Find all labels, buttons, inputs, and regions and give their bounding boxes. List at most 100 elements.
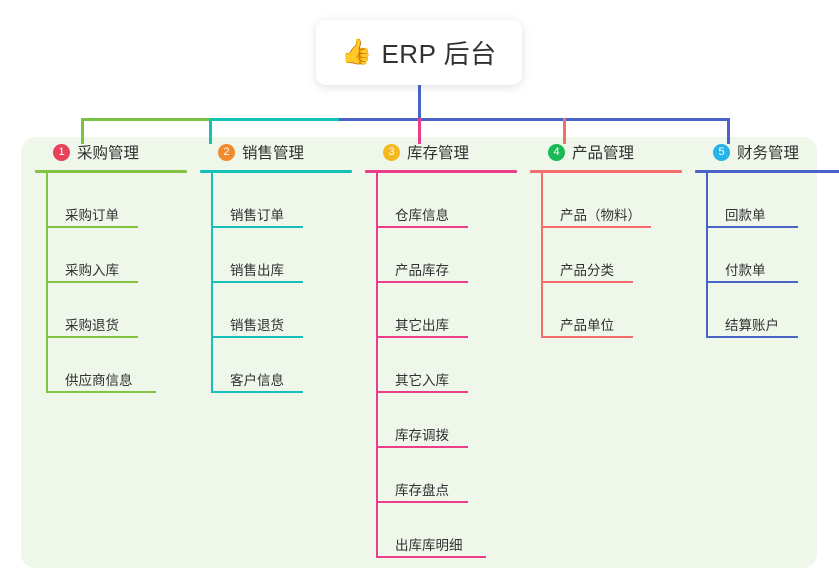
menu-item-label: 产品分类 [560,263,614,278]
column-badge-sales: 2 [218,143,235,161]
menu-item[interactable]: 其它出库 [376,283,517,338]
menu-item-rule [376,281,468,283]
menu-item-label: 采购退货 [65,318,119,333]
menu-item-rule [46,336,138,338]
segment-green [81,118,209,121]
root-node-title: ERP 后台 [381,39,497,69]
menu-item-label: 仓库信息 [395,208,449,223]
menu-item-rule [706,226,798,228]
menu-item-label: 其它出库 [395,318,449,333]
menu-item[interactable]: 产品分类 [541,228,682,283]
menu-item[interactable]: 结算账户 [706,283,839,338]
menu-item-rule [376,556,486,558]
column-rule-product [530,170,682,173]
drop-purchase [81,118,84,144]
column-title-purchase: 采购管理 [77,145,140,162]
menu-item-label: 出库库明细 [395,538,463,553]
column-rule-finance [695,170,839,173]
menu-item-rule [706,336,798,338]
menu-item-rule [211,281,303,283]
column-title-finance: 财务管理 [737,145,800,162]
menu-item-label: 回款单 [725,208,766,223]
menu-item-label: 销售订单 [230,208,284,223]
menu-item-label: 其它入库 [395,373,449,388]
root-node-card[interactable]: 👍 ERP 后台 [316,20,522,85]
menu-item-label: 采购入库 [65,263,119,278]
menu-item[interactable]: 产品（物料） [541,173,682,228]
column-badge-product: 4 [548,143,565,161]
menu-item[interactable]: 采购订单 [46,173,187,228]
menu-item[interactable]: 采购退货 [46,283,187,338]
segment-blue [339,118,727,121]
menu-item-label: 结算账户 [725,318,779,333]
menu-item-label: 产品（物料） [560,208,641,223]
menu-item-label: 付款单 [725,263,766,278]
menu-item-rule [376,226,468,228]
column-title-product: 产品管理 [572,145,635,162]
column-product: 4 产品管理产品（物料） 产品分类产品单位 [530,137,682,338]
menu-item-rule [541,336,633,338]
menu-item[interactable]: 客户信息 [211,338,352,393]
column-finance: 5 财务管理回款单付款单结算账户 [695,137,839,338]
column-header-product[interactable]: 4 产品管理 [530,137,682,167]
menu-item-label: 库存调拨 [395,428,449,443]
branch-spine-inventory [376,173,378,558]
column-header-sales[interactable]: 2 销售管理 [200,137,352,167]
branch-product: 产品（物料） 产品分类产品单位 [530,173,682,338]
menu-item[interactable]: 产品库存 [376,228,517,283]
menu-item[interactable]: 库存调拨 [376,393,517,448]
menu-item[interactable]: 销售出库 [211,228,352,283]
menu-item-label: 采购订单 [65,208,119,223]
menu-item-rule [46,391,156,393]
branch-spine-finance [706,173,708,338]
column-badge-purchase: 1 [53,143,70,161]
column-header-purchase[interactable]: 1 采购管理 [35,137,187,167]
menu-item-label: 客户信息 [230,373,284,388]
menu-item-label: 产品单位 [560,318,614,333]
thumbs-up-icon: 👍 [341,38,373,66]
column-title-sales: 销售管理 [242,145,305,162]
menu-item[interactable]: 仓库信息 [376,173,517,228]
menu-item[interactable]: 出库库明细 [376,503,517,558]
column-rule-sales [200,170,352,173]
menu-item[interactable]: 其它入库 [376,338,517,393]
menu-item[interactable]: 销售退货 [211,283,352,338]
drop-sales [209,118,212,144]
menu-item[interactable]: 采购入库 [46,228,187,283]
menu-item-rule [706,281,798,283]
menu-item[interactable]: 库存盘点 [376,448,517,503]
column-sales: 2 销售管理销售订单销售出库销售退货客户信息 [200,137,352,393]
menu-item-rule [376,391,468,393]
drop-inventory [418,118,421,144]
menu-item-label: 库存盘点 [395,483,449,498]
menu-item[interactable]: 供应商信息 [46,338,187,393]
menu-item[interactable]: 回款单 [706,173,839,228]
drop-finance [727,118,730,144]
segment-teal [209,118,339,121]
menu-item-rule [376,501,468,503]
menu-item-rule [46,281,138,283]
trunk-line [418,85,421,121]
branch-spine-purchase [46,173,48,393]
menu-item-label: 供应商信息 [65,373,133,388]
menu-item-rule [541,281,633,283]
mindmap-panel [21,137,817,568]
menu-item-rule [211,226,303,228]
column-badge-finance: 5 [713,143,730,161]
column-badge-inventory: 3 [383,143,400,161]
menu-item-rule [211,336,303,338]
column-rule-inventory [365,170,517,173]
menu-item[interactable]: 产品单位 [541,283,682,338]
branch-inventory: 仓库信息产品库存其它出库其它入库库存调拨库存盘点出库库明细 [365,173,517,558]
menu-item[interactable]: 销售订单 [211,173,352,228]
menu-item[interactable]: 付款单 [706,228,839,283]
menu-item-rule [211,391,303,393]
menu-item-rule [46,226,138,228]
menu-item-rule [541,226,651,228]
column-header-finance[interactable]: 5 财务管理 [695,137,839,167]
column-rule-purchase [35,170,187,173]
branch-spine-product [541,173,543,338]
